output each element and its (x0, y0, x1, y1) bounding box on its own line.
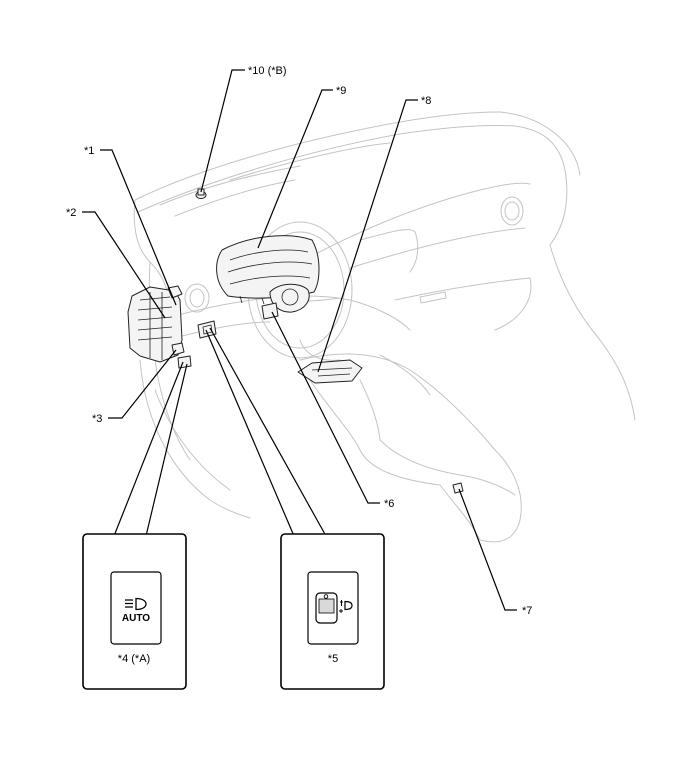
callout-6: *6 (384, 498, 394, 510)
callout-10: *10 (*B) (248, 65, 287, 77)
callout-2: *2 (66, 207, 76, 219)
console-module-part (297, 359, 363, 384)
console-sensor-part (452, 482, 464, 494)
callout-9: *9 (336, 85, 346, 97)
auto-label: AUTO (122, 613, 150, 624)
leader-lines (82, 69, 517, 611)
junction-block-part (127, 285, 183, 363)
inset-headlight-switch: AUTO *4 (*A) (82, 533, 187, 690)
callout-7: *7 (522, 605, 532, 617)
dimmer-switch-part (197, 320, 217, 339)
headlight-switch-part (177, 355, 192, 369)
steering-sensor-part (261, 283, 310, 320)
panel-dimmer-icon (315, 592, 353, 624)
callout-8: *8 (421, 95, 431, 107)
callout-4: *4 (*A) (118, 653, 150, 665)
callout-3: *3 (92, 413, 102, 425)
inset-dimmer-switch: *5 (280, 533, 385, 690)
combination-meter-part (216, 235, 320, 305)
headlamp-auto-icon (125, 597, 147, 611)
callout-1: *1 (84, 145, 94, 157)
callout-5: *5 (328, 653, 338, 665)
